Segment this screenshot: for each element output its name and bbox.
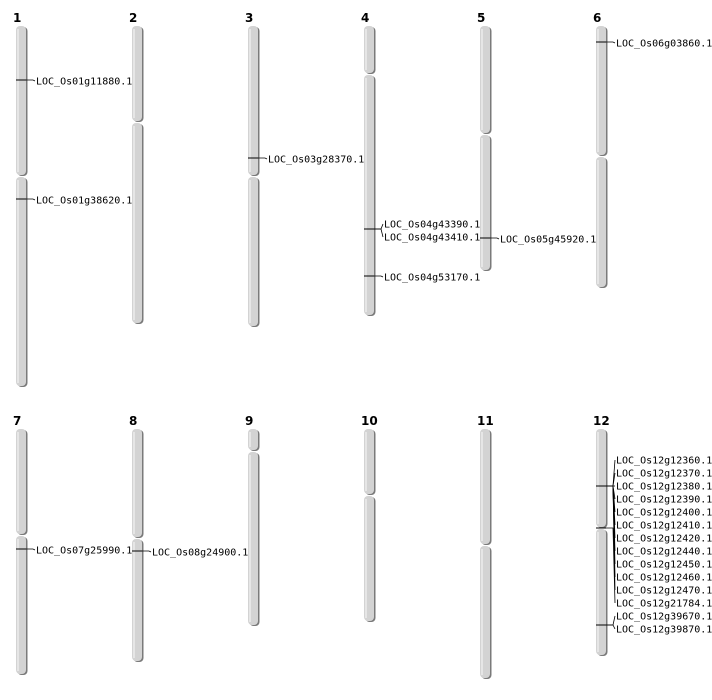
chromosome-highlight [481,549,483,675]
chromosome-label: 11 [477,414,494,428]
chromosome-highlight [249,455,251,622]
gene-label: LOC_Os05g45920.1 [500,235,596,246]
gene-leader-line [26,548,36,551]
chromosome-highlight [17,29,19,172]
gene-label: LOC_Os12g12420.1 [616,534,712,545]
gene-label: LOC_Os12g12470.1 [616,586,712,597]
gene-label: LOC_Os12g21784.1 [616,599,712,610]
chromosome-highlight [365,432,367,491]
gene-label: LOC_Os12g12380.1 [616,482,712,493]
chromosome-highlight [249,180,251,323]
gene-leader-line [490,237,500,240]
chromosome-highlight [17,432,19,531]
gene-label: LOC_Os12g12370.1 [616,469,712,480]
chromosome-highlight [365,499,367,618]
chromosome-highlight [597,29,599,152]
chromosome-label: 8 [129,414,137,428]
chromosome-label: 4 [361,11,369,25]
gene-leader-line [258,157,268,160]
gene-label: LOC_Os03g28370.1 [268,155,364,166]
chromosome-highlight [597,160,599,284]
gene-label: LOC_Os08g24900.1 [152,548,248,559]
gene-label: LOC_Os12g12390.1 [616,495,712,506]
gene-label: LOC_Os01g11880.1 [36,77,132,88]
chromosome-highlight [249,29,251,172]
chromosome-label: 3 [245,11,253,25]
gene-label: LOC_Os04g53170.1 [384,273,480,284]
chromosome-highlight [133,126,135,320]
gene-label: LOC_Os12g12450.1 [616,560,712,571]
chromosome-label: 7 [13,414,21,428]
gene-label: LOC_Os12g12360.1 [616,456,712,467]
gene-label: LOC_Os12g39870.1 [616,625,712,636]
chromosome-highlight [481,29,483,130]
chromosome-highlight [481,432,483,541]
chromosome-highlight [17,539,19,671]
chromosome-highlight [365,29,367,70]
chromosome-label: 9 [245,414,253,428]
chromosome-highlight [133,542,135,658]
gene-leader-line [374,228,384,238]
gene-leader-line [374,275,384,278]
gene-leader-line [606,527,616,604]
chromosome-highlight [597,532,599,652]
gene-label: LOC_Os04g43390.1 [384,220,480,231]
gene-label: LOC_Os01g38620.1 [36,196,132,207]
chromosome-highlight [365,78,367,312]
chromosome-highlight [249,432,251,447]
chromosome-label: 1 [13,11,21,25]
gene-leader-line [606,41,616,44]
chromosome-highlight [481,138,483,267]
gene-label: LOC_Os12g12440.1 [616,547,712,558]
gene-leader-line [142,550,152,553]
gene-label: LOC_Os12g12460.1 [616,573,712,584]
chromosome-label: 6 [593,11,601,25]
gene-leader-line [26,198,36,201]
gene-label: LOC_Os12g12400.1 [616,508,712,519]
chromosome-highlight [597,432,599,524]
chromosome-label: 5 [477,11,485,25]
gene-label: LOC_Os06g03860.1 [616,39,712,50]
gene-label: LOC_Os07g25990.1 [36,546,132,557]
gene-leader-line [606,485,616,591]
chromosome-highlight [17,180,19,383]
gene-label: LOC_Os12g39670.1 [616,612,712,623]
gene-label: LOC_Os04g43410.1 [384,233,480,244]
gene-leader-line [26,79,36,82]
chromosome-label: 2 [129,11,137,25]
gene-leader-line [606,624,616,630]
chromosome-label: 10 [361,414,378,428]
gene-label: LOC_Os12g12410.1 [616,521,712,532]
chromosome-highlight [133,432,135,534]
chromosome-highlight [133,29,135,118]
chromosome-label: 12 [593,414,610,428]
